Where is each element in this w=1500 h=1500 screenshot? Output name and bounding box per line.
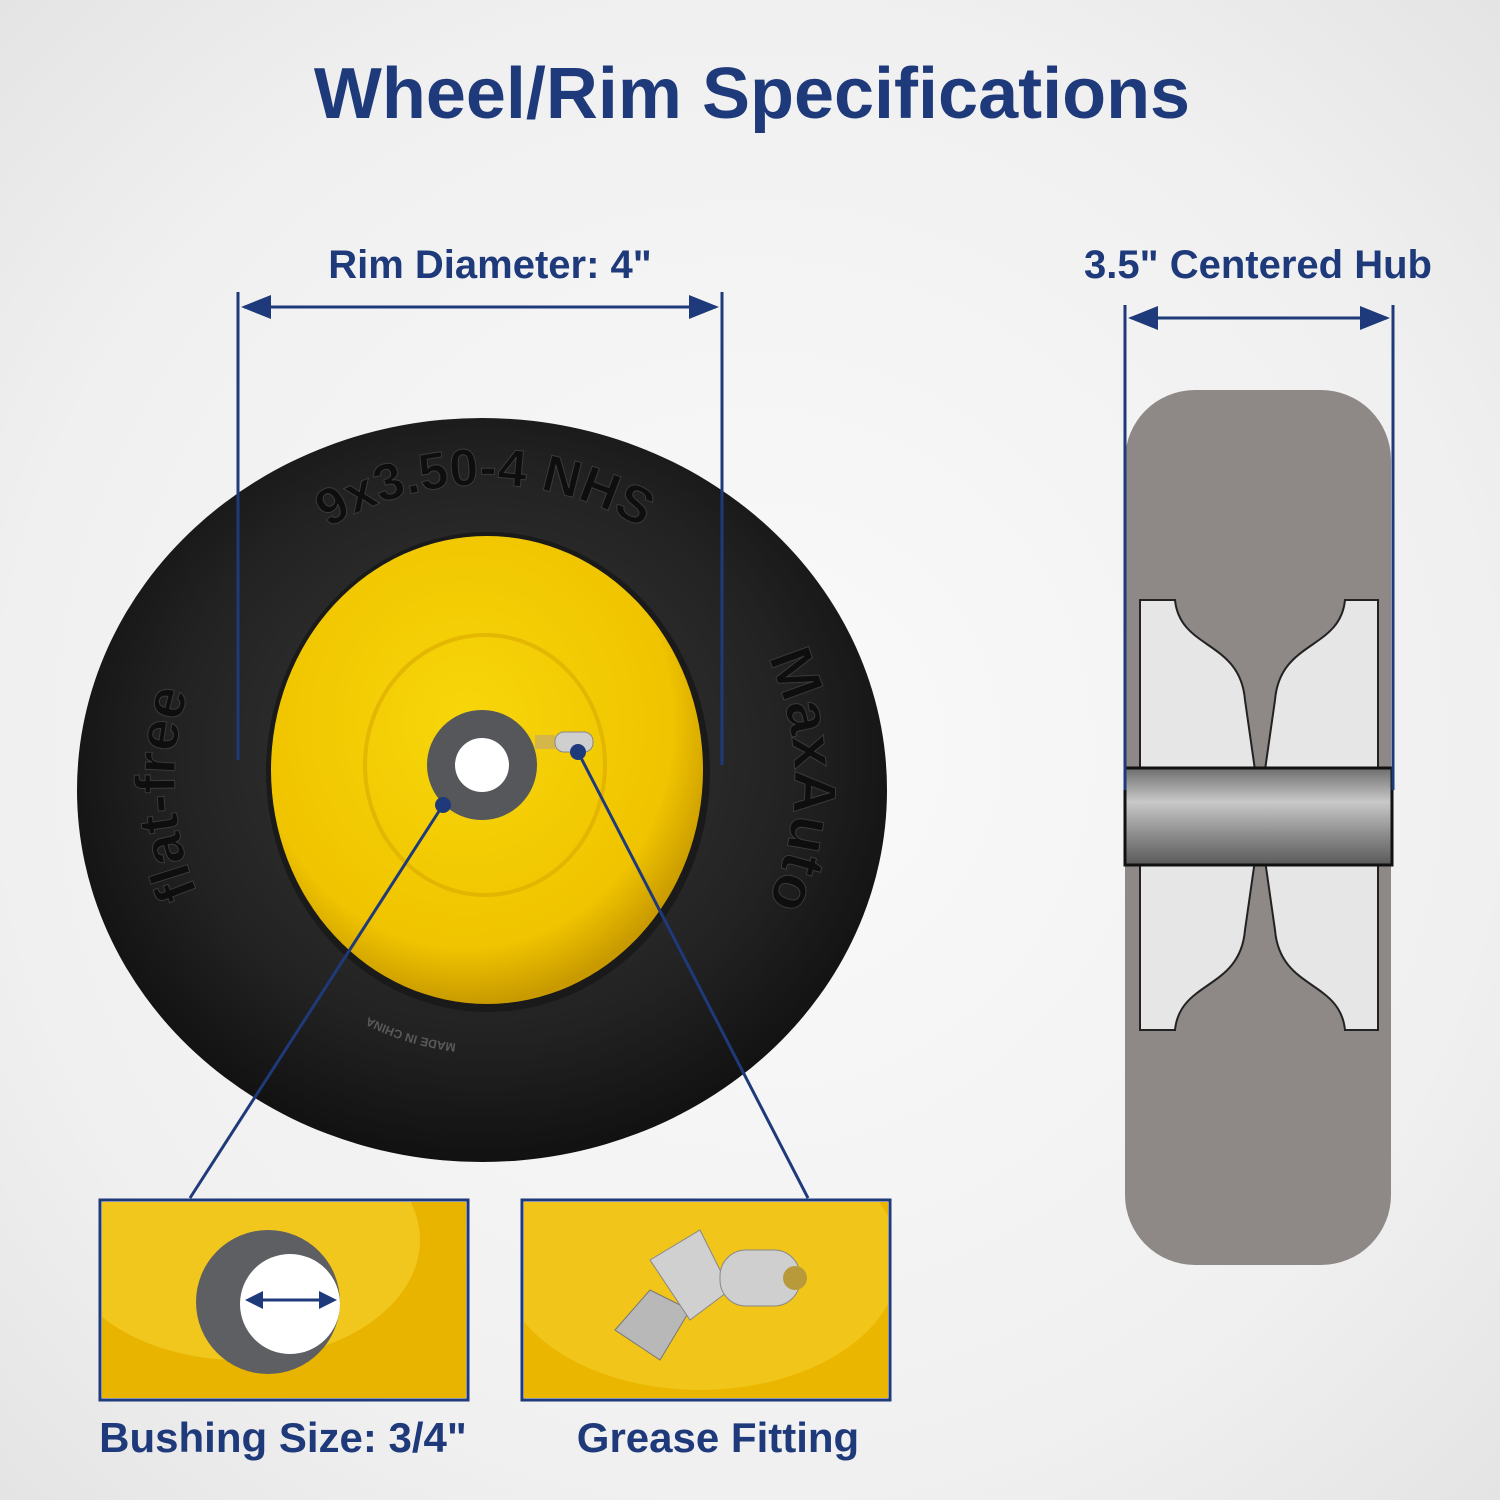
hub	[1123, 766, 1394, 867]
grease-fitting-label: Grease Fitting	[577, 1414, 859, 1461]
hub-label: 3.5" Centered Hub	[1084, 243, 1432, 287]
tire-side-view	[1123, 390, 1394, 1265]
rim-diameter-dimension: Rim Diameter: 4"	[236, 243, 724, 765]
leader-lines	[188, 744, 810, 1199]
bushing-inset: Bushing Size: 3/4"	[98, 1198, 470, 1461]
rim-diameter-label: Rim Diameter: 4"	[328, 243, 652, 287]
bushing-label: Bushing Size: 3/4"	[99, 1414, 467, 1461]
page-title: Wheel/Rim Specifications	[314, 54, 1190, 134]
grease-fitting-inset: Grease Fitting	[520, 1198, 892, 1461]
hub-dimension: 3.5" Centered Hub	[1084, 243, 1432, 790]
tire-front-view: 9x3.50-4 NHS flat-free MaxAuto MADE IN C…	[77, 418, 887, 1162]
